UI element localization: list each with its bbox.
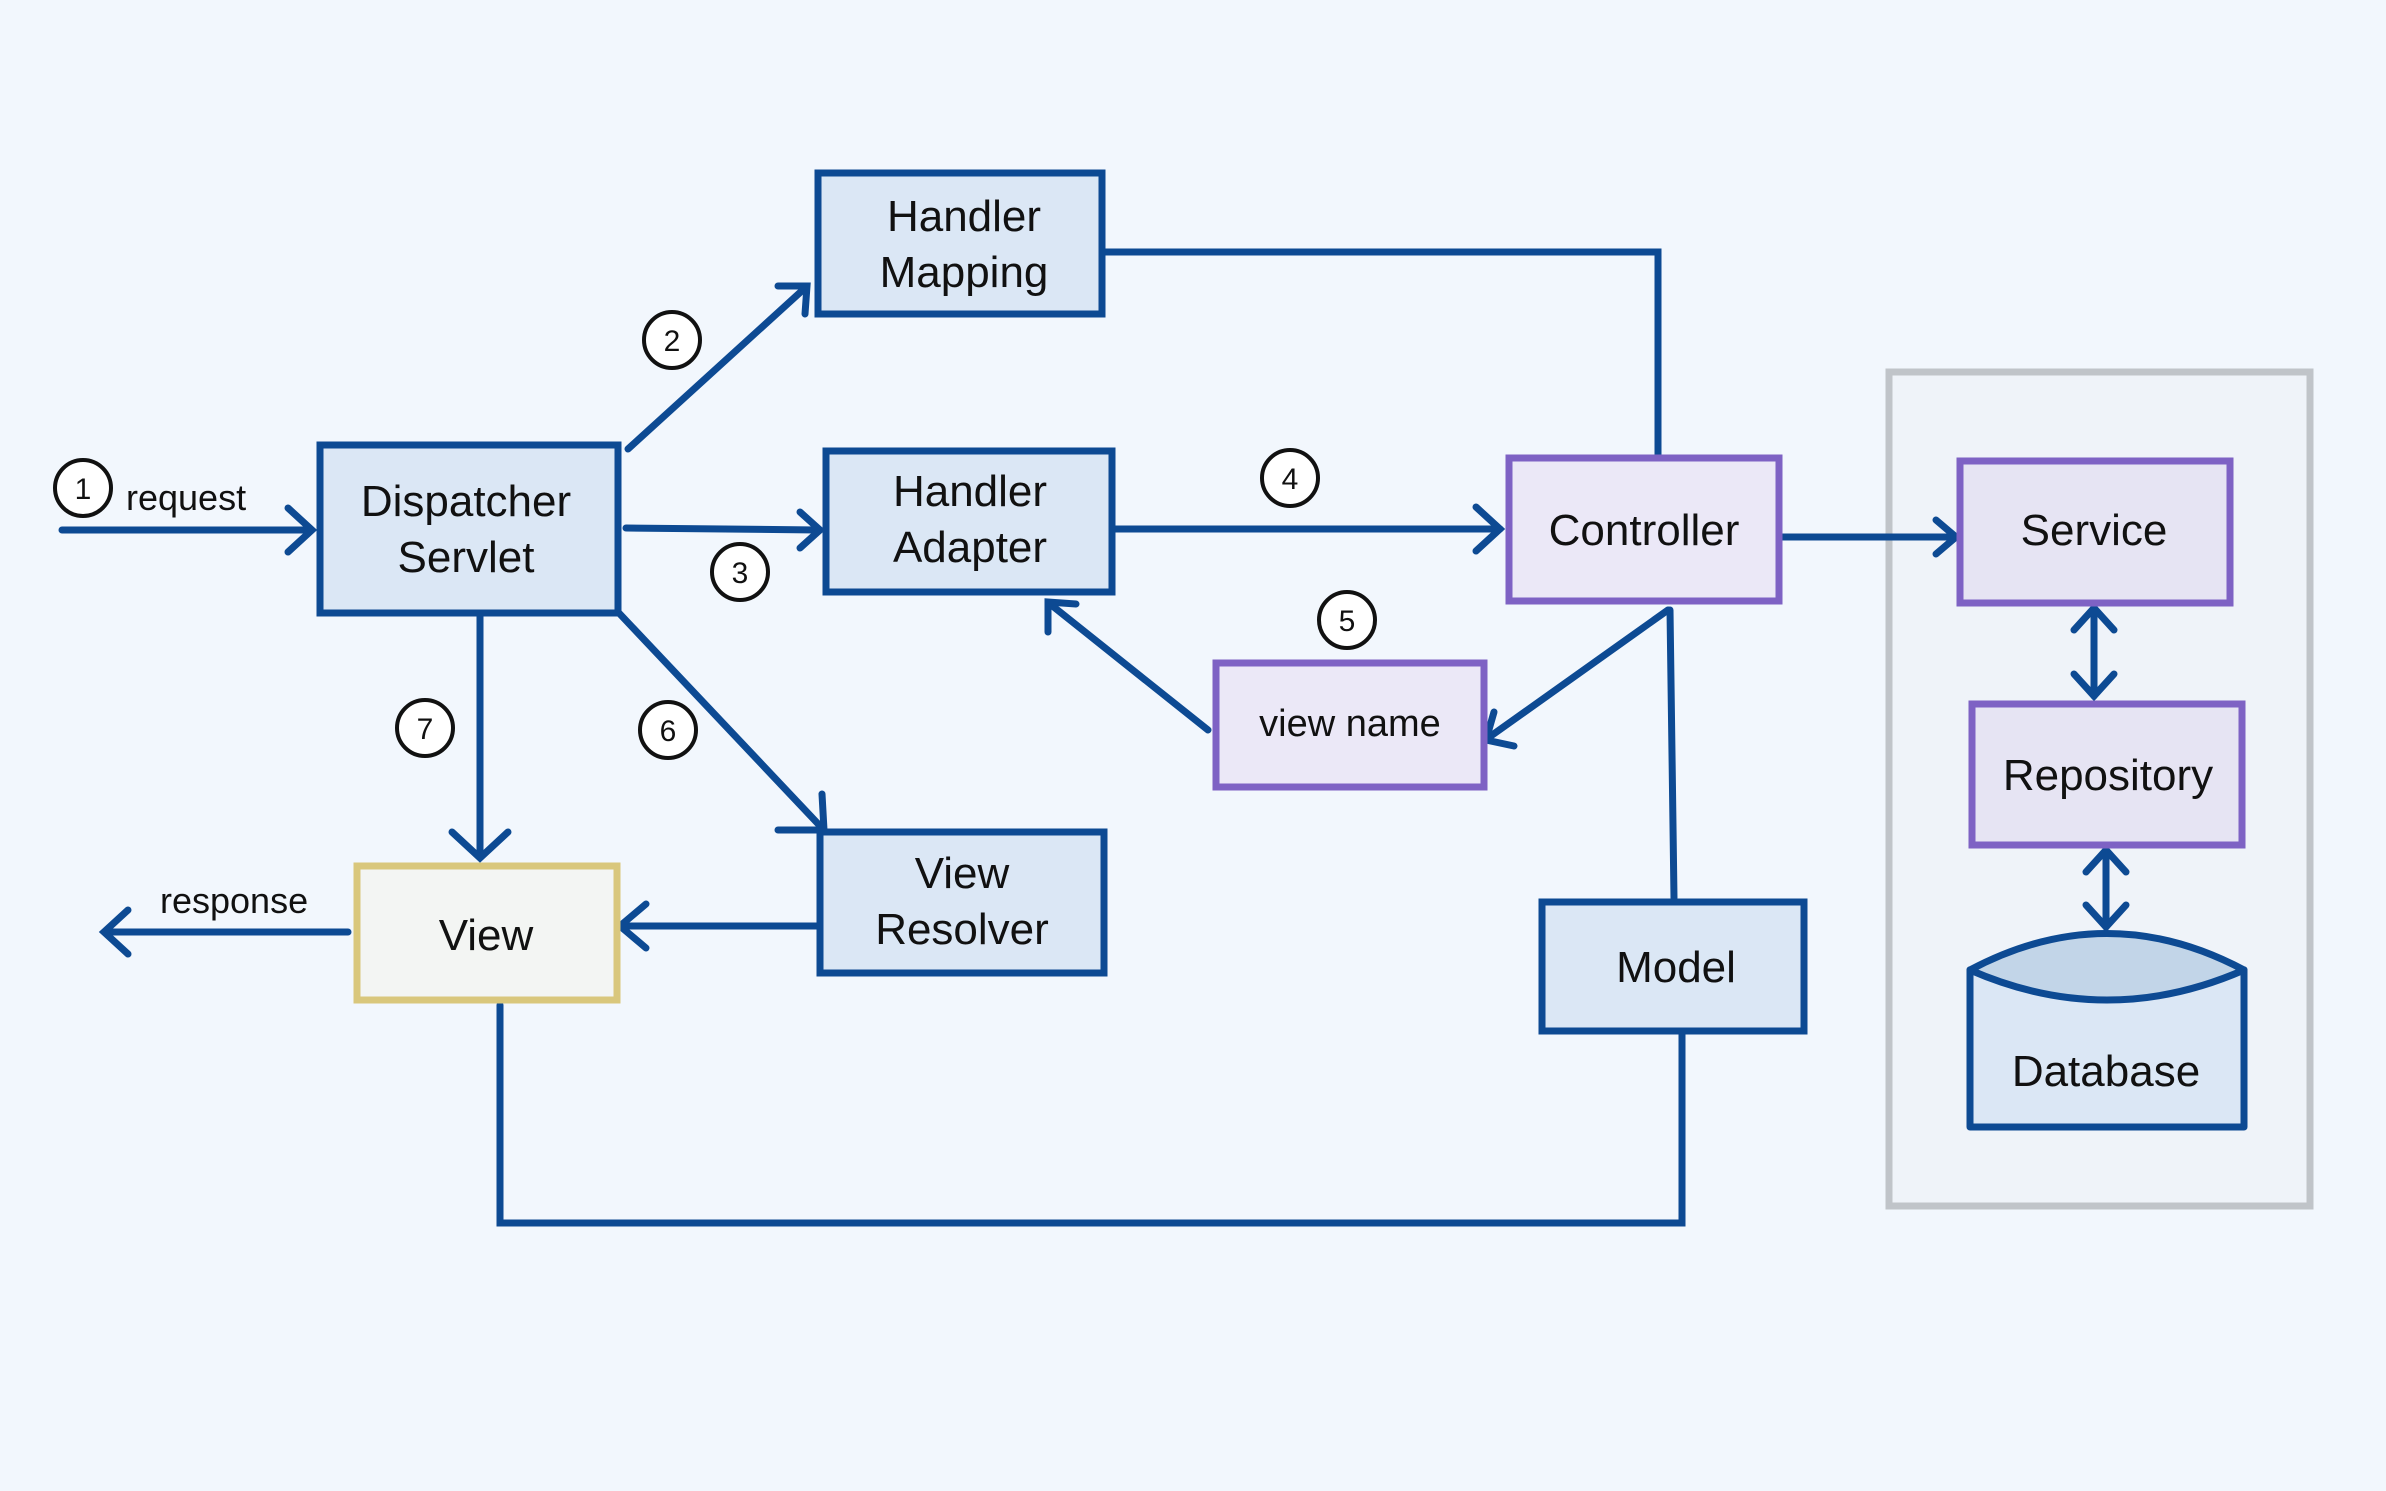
dispatcher-servlet-node: Dispatcher Servlet bbox=[316, 441, 622, 617]
step-number-7: 7 bbox=[417, 713, 434, 746]
arrow-controller-to-view-name bbox=[1484, 606, 1672, 742]
arrowhead-handler-mapping bbox=[774, 282, 811, 318]
database-label: Database bbox=[2012, 1047, 2200, 1096]
step-number-4: 4 bbox=[1282, 463, 1299, 496]
view-resolver-label-1: View bbox=[915, 849, 1010, 898]
model-label: Model bbox=[1616, 943, 1736, 992]
line-controller-to-model bbox=[1666, 606, 1678, 902]
line-handler-mapping-to-controller bbox=[1100, 248, 1662, 459]
database-top bbox=[1966, 930, 2248, 1004]
model-node: Model bbox=[1538, 898, 1808, 1035]
arrowhead-service bbox=[1932, 516, 1962, 558]
arrow-view-name-to-handler-adapter bbox=[1046, 600, 1212, 734]
step-number-5: 5 bbox=[1339, 605, 1356, 638]
step-number-2: 2 bbox=[664, 325, 681, 358]
repository-node: Repository bbox=[1968, 700, 2246, 849]
handler-mapping-node: Handler Mapping bbox=[814, 169, 1106, 318]
arrowhead-view bbox=[448, 828, 512, 863]
line-model-to-view bbox=[496, 1001, 1686, 1227]
view-name-label: view name bbox=[1259, 703, 1441, 745]
arrowhead-database-down bbox=[2082, 901, 2130, 933]
arrowhead-repository-up bbox=[2082, 844, 2130, 876]
repository-label: Repository bbox=[2003, 751, 2213, 800]
handler-mapping-label-2: Mapping bbox=[880, 248, 1049, 297]
view-resolver-label-2: Resolver bbox=[875, 905, 1049, 954]
step-marker-3 bbox=[710, 542, 770, 602]
database-node: Database bbox=[1966, 930, 2248, 1131]
request-label: request bbox=[126, 477, 246, 518]
step-marker-5 bbox=[1317, 590, 1377, 650]
request-arrowhead bbox=[284, 504, 318, 556]
step-marker-2 bbox=[642, 310, 702, 370]
view-label: View bbox=[439, 911, 534, 960]
arrowhead-service-up bbox=[2070, 602, 2118, 634]
arrowhead-handler-adapter bbox=[796, 508, 826, 552]
step-number-6: 6 bbox=[660, 715, 677, 748]
step-marker-6 bbox=[638, 700, 698, 760]
dispatcher-servlet-label-1: Dispatcher bbox=[361, 477, 571, 526]
view-name-node: view name bbox=[1212, 659, 1488, 791]
step-number-3: 3 bbox=[732, 557, 749, 590]
service-label: Service bbox=[2021, 506, 2168, 555]
view-resolver-node: View Resolver bbox=[816, 828, 1108, 977]
arrowhead-repository-down bbox=[2070, 670, 2118, 702]
controller-node: Controller bbox=[1505, 454, 1783, 605]
response-label: response bbox=[160, 880, 308, 921]
arrow-dispatcher-to-handler-adapter bbox=[622, 524, 822, 534]
handler-adapter-node: Handler Adapter bbox=[822, 447, 1116, 596]
step-marker-7 bbox=[395, 698, 455, 758]
arrow-dispatcher-to-view-resolver bbox=[614, 608, 826, 832]
controller-label: Controller bbox=[1549, 506, 1740, 555]
step-number-1: 1 bbox=[75, 473, 92, 506]
step-marker-1 bbox=[53, 458, 113, 518]
handler-mapping-label-1: Handler bbox=[887, 192, 1041, 241]
step-marker-4 bbox=[1260, 448, 1320, 508]
dispatcher-servlet-label-2: Servlet bbox=[398, 533, 535, 582]
arrow-dispatcher-to-handler-mapping bbox=[624, 284, 809, 453]
arrowhead-controller bbox=[1472, 503, 1506, 555]
service-node: Service bbox=[1956, 457, 2234, 607]
arrowhead-handler-adapter-return bbox=[1044, 598, 1080, 636]
view-node: View bbox=[353, 862, 621, 1004]
handler-adapter-label-2: Adapter bbox=[893, 523, 1047, 572]
handler-adapter-label-1: Handler bbox=[893, 467, 1047, 516]
response-arrowhead bbox=[98, 906, 132, 958]
